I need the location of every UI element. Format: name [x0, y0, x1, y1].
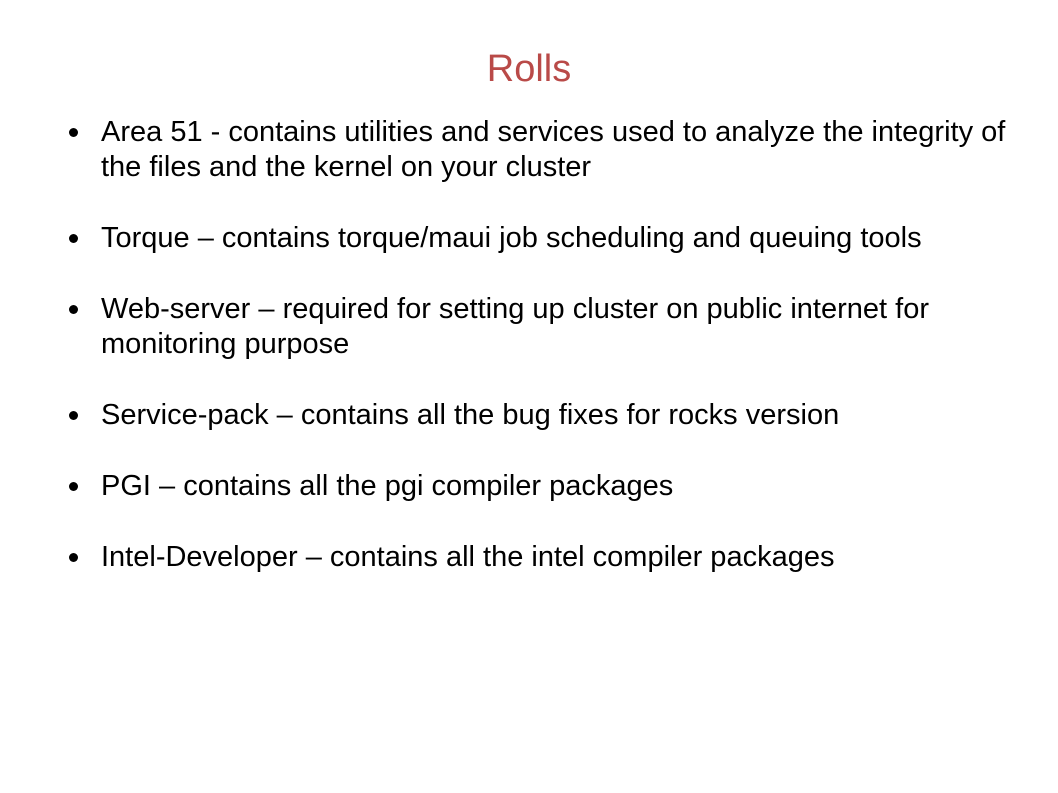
bullet-item-pgi: PGI – contains all the pgi compiler pack… [68, 469, 1008, 504]
bullet-dot-icon [69, 305, 78, 314]
bullet-dot-icon [69, 553, 78, 562]
bullet-item-torque: Torque – contains torque/maui job schedu… [68, 221, 1008, 256]
bullet-item-web-server: Web-server – required for setting up clu… [68, 292, 1008, 362]
bullet-text: PGI – contains all the pgi compiler pack… [101, 470, 674, 502]
bullet-text: Area 51 - contains utilities and service… [101, 116, 1006, 183]
bullet-text: Service-pack – contains all the bug fixe… [101, 399, 840, 431]
bullet-dot-icon [69, 234, 78, 243]
bullet-text: Torque – contains torque/maui job schedu… [101, 222, 922, 254]
bullet-item-intel-developer: Intel-Developer – contains all the intel… [68, 540, 1008, 575]
bullet-item-area51: Area 51 - contains utilities and service… [68, 115, 1008, 185]
bullet-text: Web-server – required for setting up clu… [101, 293, 929, 360]
bullet-item-service-pack: Service-pack – contains all the bug fixe… [68, 398, 1008, 433]
bullet-dot-icon [69, 482, 78, 491]
bullet-list: Area 51 - contains utilities and service… [68, 115, 1008, 611]
slide-title: Rolls [486, 48, 572, 90]
bullet-dot-icon [69, 411, 78, 420]
bullet-text: Intel-Developer – contains all the intel… [101, 541, 835, 573]
bullet-dot-icon [69, 128, 78, 137]
